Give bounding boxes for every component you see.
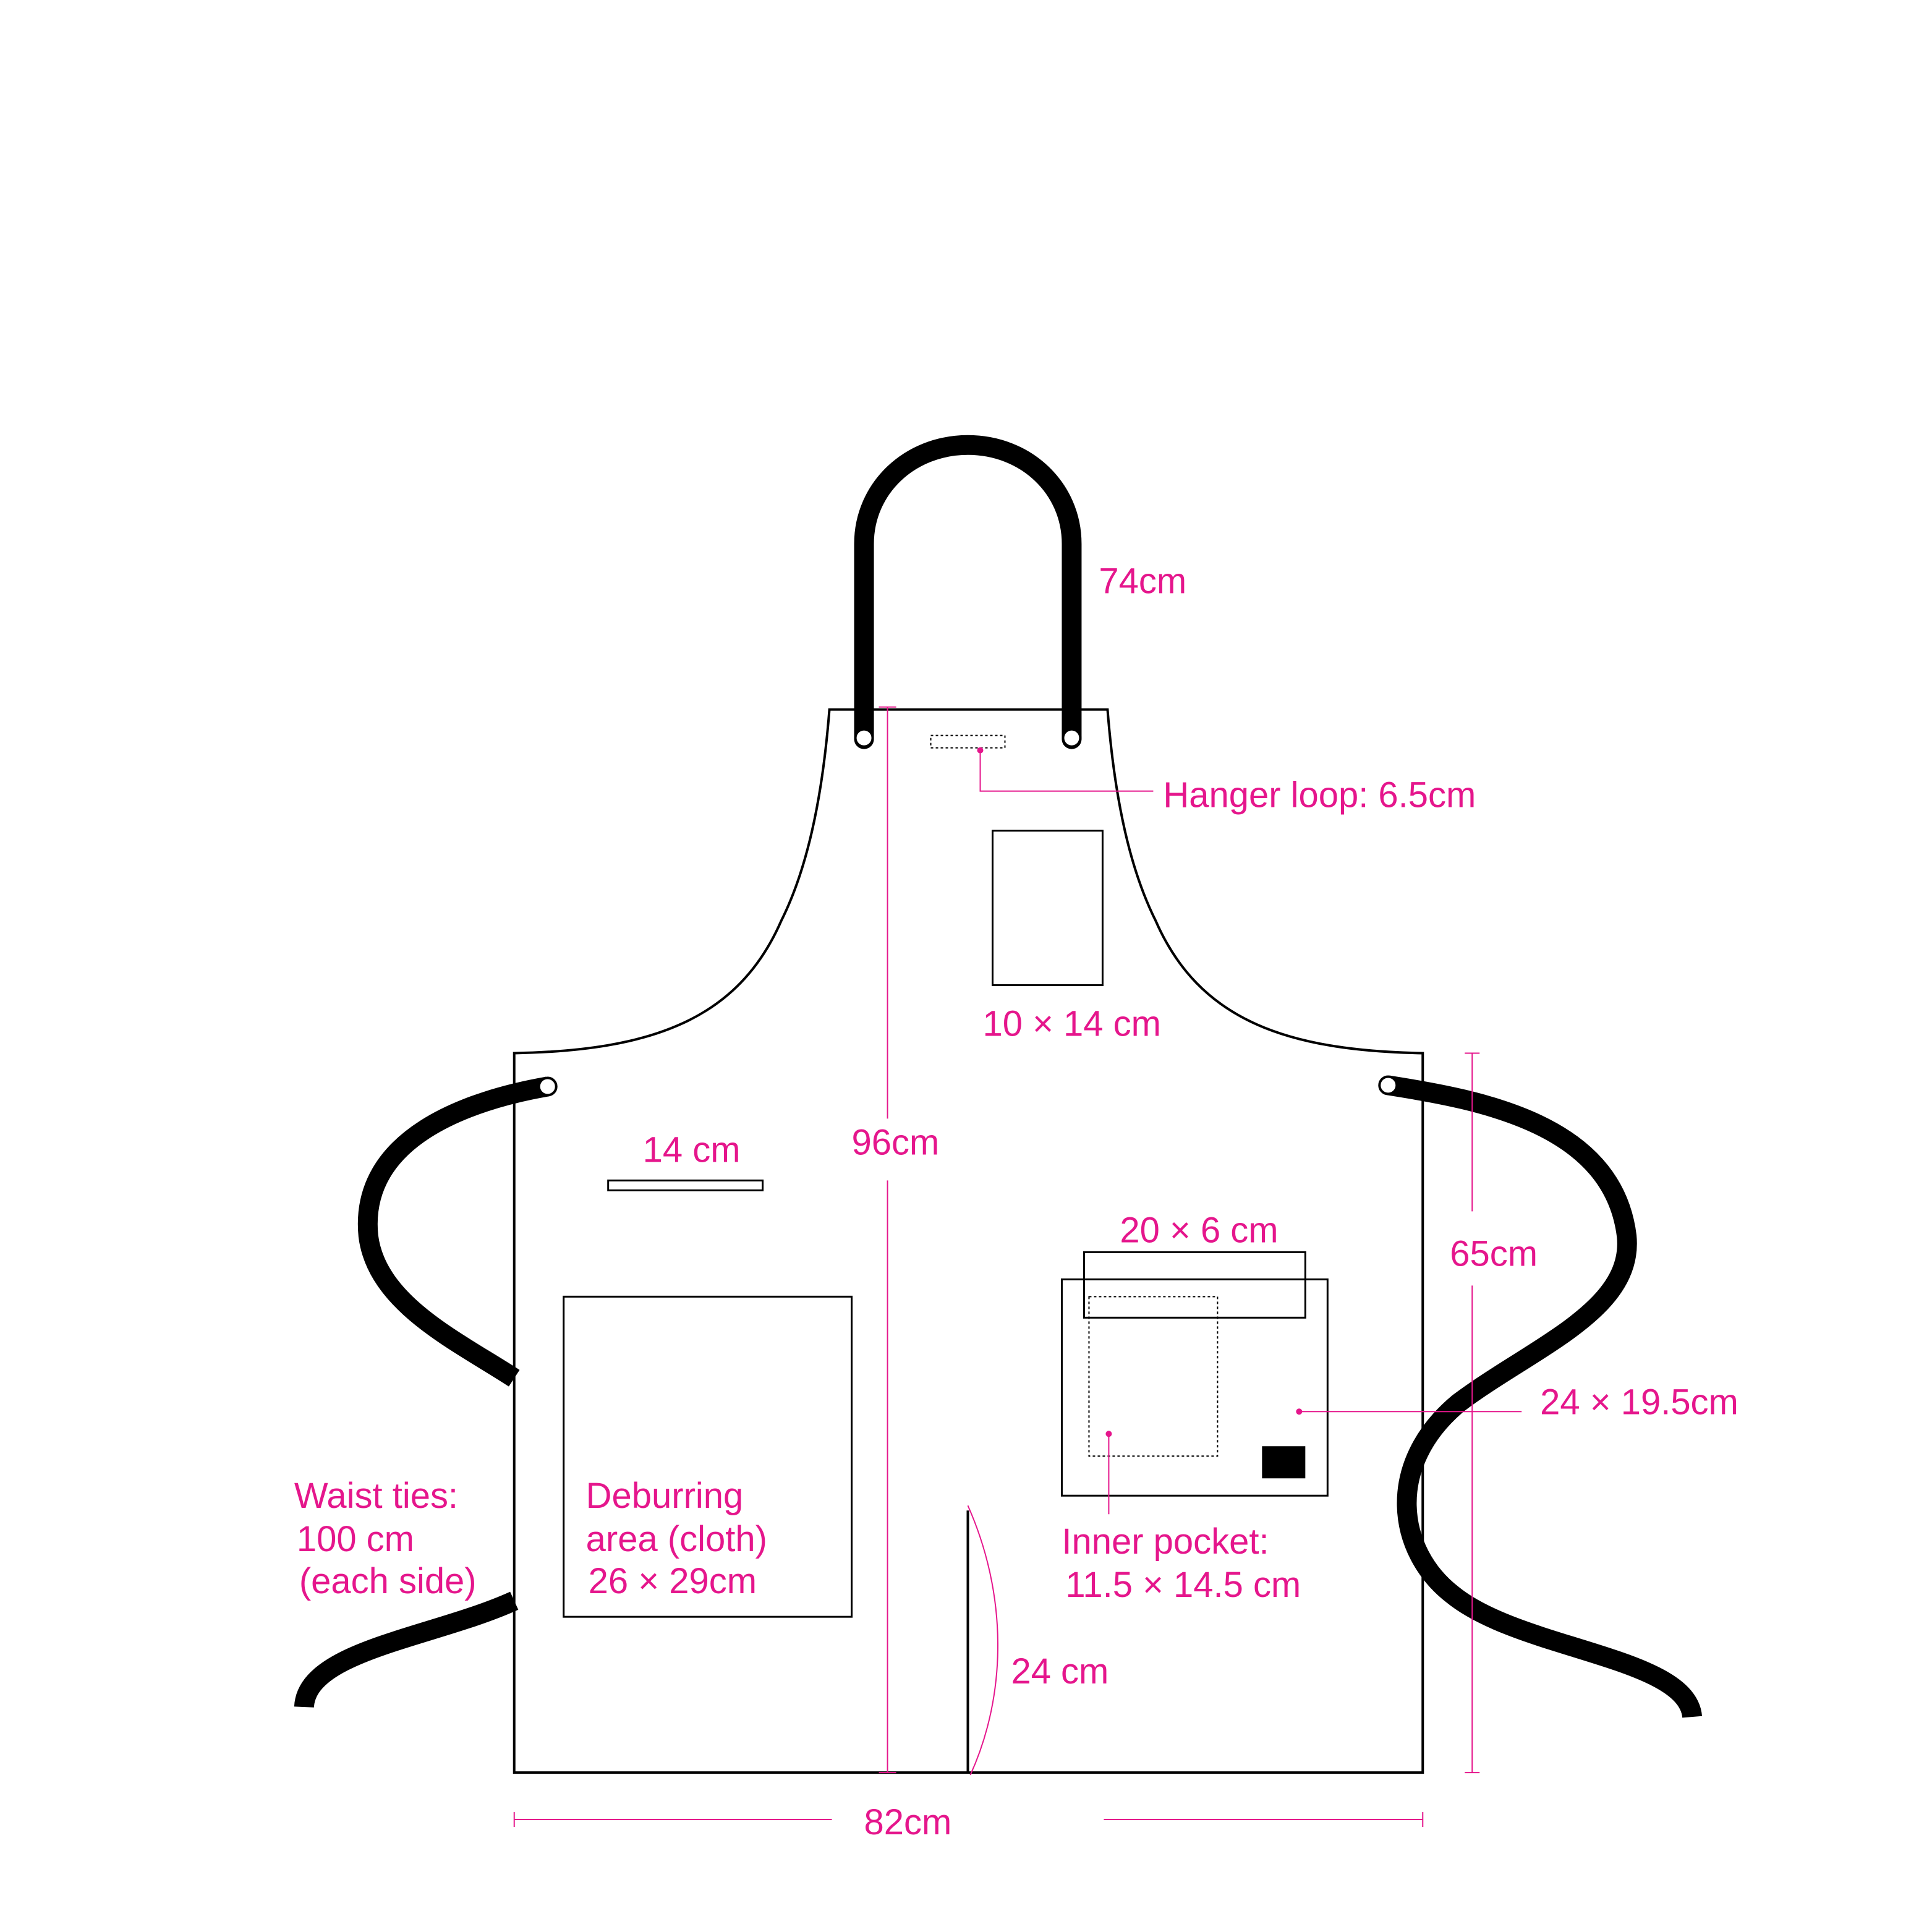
inner-pocket-label-line1: Inner pocket: bbox=[1062, 1522, 1269, 1562]
neck-strap-label: 74cm bbox=[1099, 562, 1186, 602]
deburring-label-line2: area (cloth) bbox=[586, 1520, 767, 1559]
hanger-loop-dot bbox=[977, 747, 984, 754]
pocket-tag bbox=[1262, 1446, 1306, 1479]
left-waist-grommet bbox=[537, 1076, 558, 1097]
hanger-loop bbox=[930, 734, 1006, 749]
right-grommet bbox=[1062, 728, 1082, 748]
total-length-label: 96cm bbox=[852, 1123, 940, 1162]
inner-pocket bbox=[1088, 1296, 1219, 1457]
slit-label: 24 cm bbox=[1011, 1652, 1109, 1692]
inner-pocket-dot bbox=[1105, 1431, 1112, 1437]
pen-slot-label: 14 cm bbox=[643, 1130, 741, 1170]
waist-ties-label-line1: Waist ties: bbox=[294, 1476, 458, 1516]
inner-pocket-label-line2: 11.5 × 14.5 cm bbox=[1065, 1565, 1301, 1605]
left-waist-tie-lower bbox=[294, 1591, 519, 1709]
left-grommet bbox=[854, 728, 874, 748]
hanger-loop-label: Hanger loop: 6.5cm bbox=[1163, 776, 1476, 815]
apron-body-outline bbox=[513, 708, 1424, 1774]
side-length-label: 65cm bbox=[1450, 1234, 1538, 1274]
right-waist-grommet bbox=[1378, 1075, 1398, 1096]
deburring-label-line3: 26 × 29cm bbox=[589, 1562, 757, 1601]
right-pocket bbox=[1060, 1278, 1329, 1497]
annotation-lines bbox=[513, 706, 1522, 1828]
width-label: 82cm bbox=[864, 1803, 952, 1842]
flap-label: 20 × 6 cm bbox=[1120, 1211, 1278, 1250]
pocket-flap bbox=[1083, 1251, 1306, 1319]
pen-slot bbox=[607, 1179, 764, 1191]
right-pocket-label: 24 × 19.5cm bbox=[1540, 1382, 1738, 1422]
right-pocket-dot bbox=[1296, 1408, 1303, 1415]
deburring-area bbox=[563, 1295, 853, 1618]
right-waist-tie bbox=[1386, 1075, 1703, 1719]
waist-ties-label-line2: 100 cm bbox=[297, 1520, 414, 1559]
left-waist-tie-upper bbox=[357, 1076, 550, 1387]
chest-pocket bbox=[991, 830, 1104, 986]
neck-strap bbox=[854, 435, 1082, 749]
chest-pocket-label: 10 × 14 cm bbox=[982, 1004, 1160, 1044]
waist-ties-label-line3: (each side) bbox=[299, 1562, 477, 1601]
deburring-label-line1: Deburring bbox=[586, 1476, 744, 1516]
